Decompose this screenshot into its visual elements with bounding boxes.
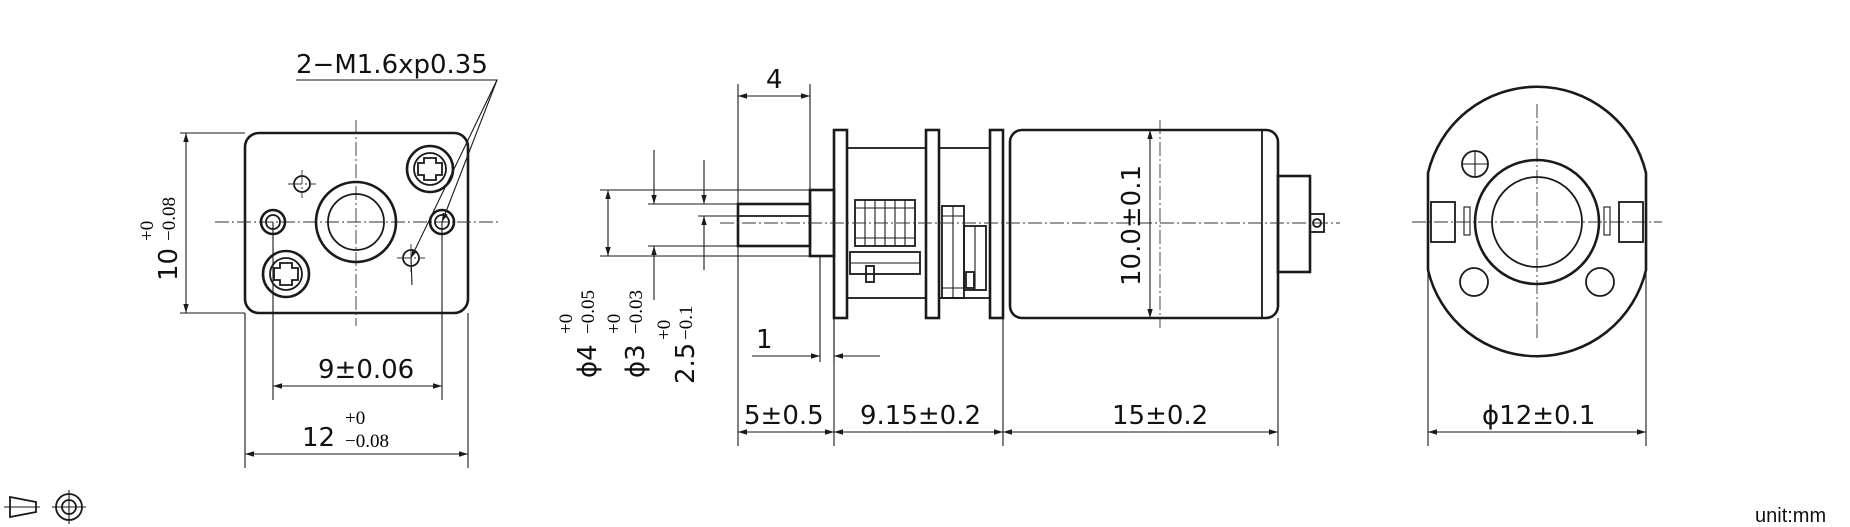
svg-text:10: 10 xyxy=(154,248,184,281)
svg-text:12: 12 xyxy=(302,423,335,453)
svg-text:−0.03: −0.03 xyxy=(626,290,647,334)
shaft-protrusion-dimension: 5±0.5 xyxy=(744,401,824,431)
shaft-diameter-3-dimension: ϕ3 +0 −0.03 xyxy=(604,290,651,378)
svg-text:ϕ3: ϕ3 xyxy=(621,344,651,378)
svg-text:2.5: 2.5 xyxy=(671,343,701,384)
shaft-flat-dimension: 2.5 +0 −0.1 xyxy=(654,306,701,384)
height-dimension: 10 +0 −0.08 xyxy=(137,197,184,281)
svg-text:+0: +0 xyxy=(345,408,365,429)
svg-text:+0: +0 xyxy=(556,314,577,334)
svg-text:+0: +0 xyxy=(654,320,675,340)
motor-diameter-dimension: 10.0±0.1 xyxy=(1117,165,1147,286)
thread-callout: 2−M1.6xp0.35 xyxy=(296,50,488,80)
flat-length-dimension: 1 xyxy=(756,325,773,355)
svg-text:−0.05: −0.05 xyxy=(578,290,599,334)
overall-diameter-dimension: ϕ12±0.1 xyxy=(1482,401,1595,431)
screw-head-icon xyxy=(261,249,311,299)
shaft-length-dimension: 4 xyxy=(766,65,783,95)
svg-text:10.0±0.1: 10.0±0.1 xyxy=(1117,165,1147,286)
unit-label: unit:mm xyxy=(1755,505,1826,527)
svg-text:+0: +0 xyxy=(604,314,625,334)
gearbox-length-dimension: 9.15±0.2 xyxy=(860,401,981,431)
side-view: 4 1 ϕ4 +0 −0.05 ϕ3 +0 −0.03 2.5 +0 xyxy=(556,65,1340,446)
svg-text:−0.08: −0.08 xyxy=(159,197,180,241)
front-face-view: 2−M1.6xp0.35 10 +0 −0.08 9±0.06 12 +0 −0… xyxy=(137,50,498,468)
first-angle-projection-icon xyxy=(4,490,86,524)
rear-end-view: ϕ12±0.1 xyxy=(1412,85,1662,446)
screw-head-icon xyxy=(405,144,455,194)
hole-spacing-dimension: 9±0.06 xyxy=(318,355,414,385)
svg-text:−0.1: −0.1 xyxy=(676,306,697,340)
shaft-diameter-4-dimension: ϕ4 +0 −0.05 xyxy=(556,290,603,378)
svg-text:+0: +0 xyxy=(137,221,158,241)
svg-text:−0.08: −0.08 xyxy=(345,431,389,452)
width-dimension: 12 +0 −0.08 xyxy=(302,408,389,453)
svg-text:ϕ4: ϕ4 xyxy=(573,344,603,378)
motor-length-dimension: 15±0.2 xyxy=(1112,401,1208,431)
